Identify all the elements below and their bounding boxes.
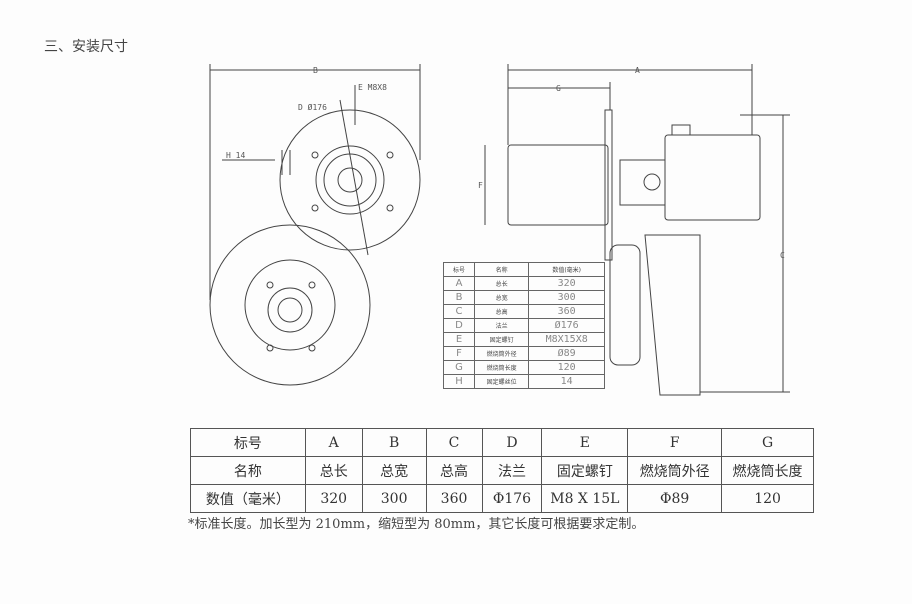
name-cell: 总长 bbox=[304, 456, 363, 485]
key-cell: G bbox=[721, 428, 814, 457]
value-cell: 320 bbox=[304, 484, 363, 513]
name-cell: 燃烧筒外径 bbox=[473, 346, 530, 361]
key-cell: F bbox=[443, 346, 475, 361]
footnote: *标准长度。加长型为 210mm，缩短型为 80mm，其它长度可根据要求定制。 bbox=[188, 517, 645, 532]
table-row-keys: 标号 A B C D E F G bbox=[190, 428, 814, 457]
row-header: 标号 bbox=[190, 428, 306, 457]
key-cell: D bbox=[481, 428, 543, 457]
label-f: F bbox=[478, 181, 483, 190]
value-cell: M8 X 15L bbox=[541, 484, 629, 513]
front-view-drawing: B E M8X8 D Ø176 H 14 bbox=[209, 64, 421, 386]
header-cell: 数值(毫米) bbox=[528, 262, 605, 277]
value-cell: M8X15X8 bbox=[528, 332, 605, 347]
label-b: B bbox=[313, 66, 318, 75]
value-cell: Φ89 bbox=[627, 484, 723, 513]
blower-housing bbox=[209, 224, 371, 386]
key-cell: E bbox=[443, 332, 475, 347]
name-cell: 总宽 bbox=[473, 290, 530, 305]
key-cell: E bbox=[541, 428, 629, 457]
name-cell: 固定螺丝位 bbox=[473, 374, 530, 389]
key-cell: F bbox=[627, 428, 723, 457]
name-cell: 固定螺钉 bbox=[473, 332, 530, 347]
label-a: A bbox=[635, 66, 640, 75]
value-cell: 14 bbox=[528, 374, 605, 389]
burner-tube bbox=[507, 144, 609, 226]
table-row-values: 数值（毫米） 320 300 360 Φ176 M8 X 15L Φ89 120 bbox=[190, 484, 814, 513]
motor-body bbox=[664, 134, 761, 221]
spec-table: 标号 A B C D E F G 名称 总长 总宽 总高 法兰 固定螺钉 燃烧筒… bbox=[190, 428, 814, 513]
value-cell: 120 bbox=[721, 484, 814, 513]
table-row-names: 名称 总长 总宽 总高 法兰 固定螺钉 燃烧筒外径 燃烧筒长度 bbox=[190, 456, 814, 485]
value-cell: Φ176 bbox=[481, 484, 543, 513]
name-cell: 总高 bbox=[425, 456, 483, 485]
key-cell: G bbox=[443, 360, 475, 375]
blower-side bbox=[644, 234, 701, 396]
key-cell: C bbox=[425, 428, 483, 457]
label-h: H 14 bbox=[226, 151, 245, 160]
mounting-flange bbox=[604, 109, 613, 261]
label-g: G bbox=[556, 84, 561, 93]
key-cell: H bbox=[443, 374, 475, 389]
section-title: 三、安装尺寸 bbox=[44, 39, 128, 55]
name-cell: 法兰 bbox=[473, 318, 530, 333]
label-e: E M8X8 bbox=[358, 83, 387, 92]
value-cell: 300 bbox=[528, 290, 605, 305]
key-cell: D bbox=[443, 318, 475, 333]
key-cell: C bbox=[443, 304, 475, 319]
name-cell: 燃烧筒长度 bbox=[473, 360, 530, 375]
header-cell: 标号 bbox=[443, 262, 475, 277]
name-cell: 燃烧筒长度 bbox=[721, 456, 814, 485]
value-cell: 120 bbox=[528, 360, 605, 375]
header-cell: 名称 bbox=[473, 262, 530, 277]
value-cell: 360 bbox=[425, 484, 483, 513]
value-cell: 360 bbox=[528, 304, 605, 319]
key-cell: B bbox=[443, 290, 475, 305]
name-cell: 固定螺钉 bbox=[541, 456, 629, 485]
flange-circle bbox=[279, 109, 421, 251]
side-view-drawing: A G F C bbox=[478, 64, 790, 396]
value-cell: Ø89 bbox=[528, 346, 605, 361]
name-cell: 总宽 bbox=[361, 456, 427, 485]
label-c: C bbox=[780, 251, 785, 260]
name-cell: 总长 bbox=[473, 276, 530, 291]
value-cell: 320 bbox=[528, 276, 605, 291]
name-cell: 总高 bbox=[473, 304, 530, 319]
name-cell: 燃烧筒外径 bbox=[627, 456, 723, 485]
value-cell: 300 bbox=[361, 484, 427, 513]
key-cell: B bbox=[361, 428, 427, 457]
row-header: 数值（毫米） bbox=[190, 484, 306, 513]
row-header: 名称 bbox=[190, 456, 306, 485]
key-cell: A bbox=[304, 428, 363, 457]
value-cell: Ø176 bbox=[528, 318, 605, 333]
key-cell: A bbox=[443, 276, 475, 291]
name-cell: 法兰 bbox=[481, 456, 543, 485]
label-d: D Ø176 bbox=[298, 102, 327, 112]
